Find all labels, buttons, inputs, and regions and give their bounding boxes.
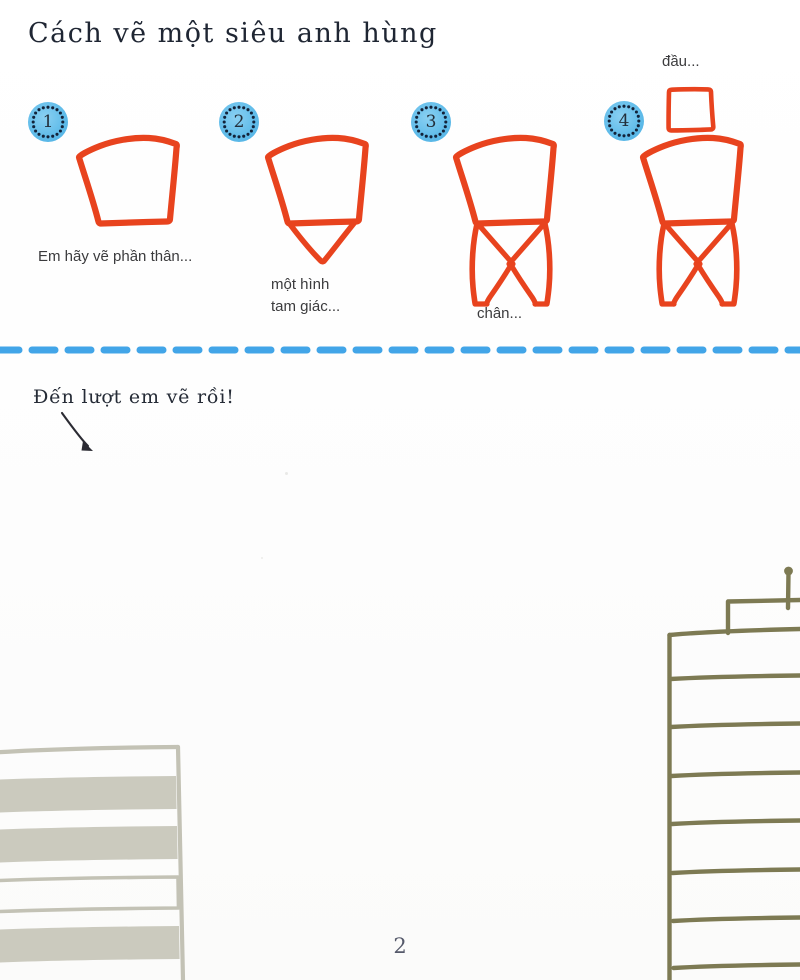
paper-speck bbox=[285, 472, 288, 475]
step-badge-2: 2 bbox=[219, 102, 259, 142]
step-badge-3: 3 bbox=[411, 102, 451, 142]
badge-dots-icon bbox=[414, 105, 448, 139]
figure-step-1-torso bbox=[75, 134, 180, 227]
dashed-divider-icon bbox=[0, 346, 800, 354]
step-2-caption: một hình tam giác... bbox=[271, 276, 341, 315]
drawing-prompt-text: Đến lượt em vẽ rồi! bbox=[33, 386, 235, 408]
figure-step-4-head bbox=[639, 86, 744, 307]
building-left-icon bbox=[0, 744, 186, 980]
page-number: 2 bbox=[393, 934, 407, 958]
building-right-icon bbox=[667, 566, 800, 980]
step-1-caption: Em hãy vẽ phần thân... bbox=[38, 248, 193, 265]
badge-dots-icon bbox=[607, 104, 641, 138]
page-title: Cách vẽ một siêu anh hùng bbox=[28, 18, 438, 49]
figure-step-3-legs bbox=[452, 134, 557, 307]
figure-step-2-triangle bbox=[264, 134, 369, 265]
down-right-arrow-icon bbox=[60, 411, 93, 451]
step-badge-4-number: 4 bbox=[618, 110, 630, 131]
antenna-tip-icon bbox=[784, 566, 793, 576]
step-badge-2-number: 2 bbox=[233, 111, 245, 132]
step-badge-3-number: 3 bbox=[425, 111, 437, 132]
badge-dots-icon bbox=[31, 105, 65, 139]
paper-speck bbox=[261, 557, 263, 559]
step-3-caption: chân... bbox=[477, 305, 523, 322]
step-4-caption: đầu... bbox=[662, 53, 700, 70]
step-badge-4: 4 bbox=[604, 101, 644, 141]
step-badge-1: 1 bbox=[28, 102, 68, 142]
badge-dots-icon bbox=[222, 105, 256, 139]
step-badge-1-number: 1 bbox=[42, 111, 54, 132]
